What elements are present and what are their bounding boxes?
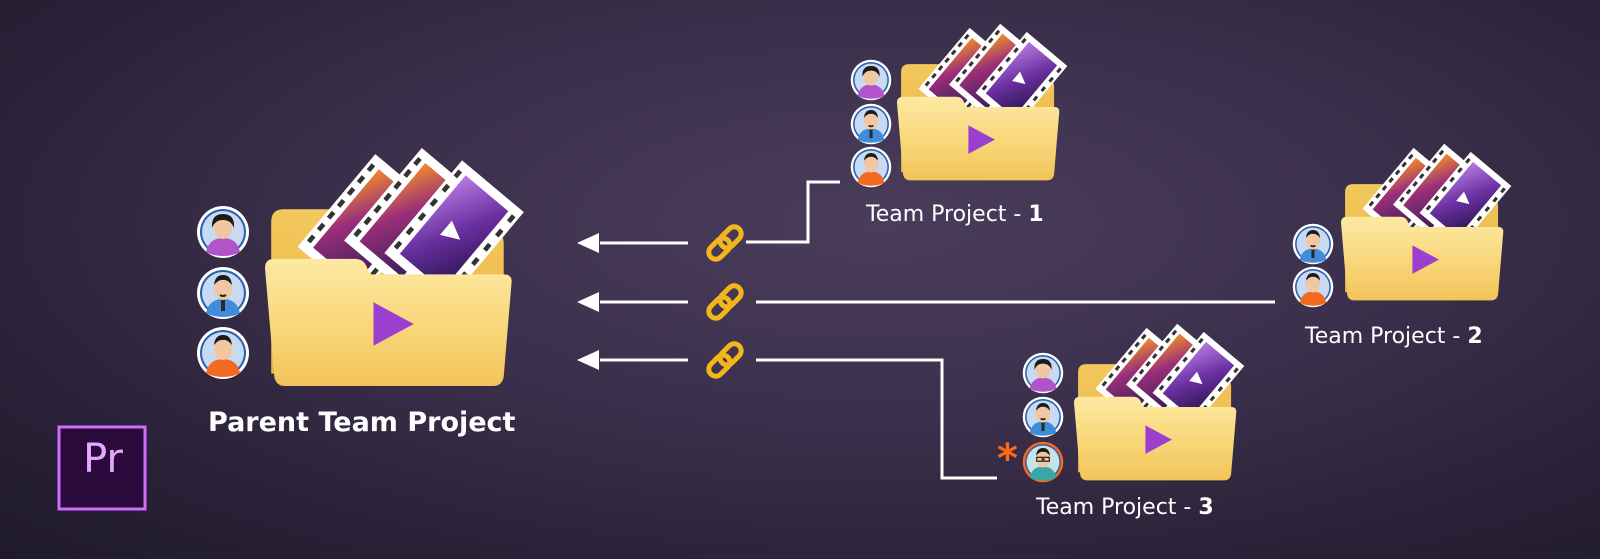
team-project-1-folder-icon <box>897 24 1067 181</box>
avatar-woman-icon <box>850 59 892 101</box>
avatar-man-orange-icon <box>1292 266 1334 308</box>
parent-folder-icon <box>265 148 524 386</box>
label-prefix: Team Project - <box>1036 495 1199 520</box>
parent-label: Parent Team Project <box>208 407 516 438</box>
team-project-2-folder-icon <box>1341 144 1511 301</box>
team-project-2-label: Team Project - 2 <box>1305 324 1483 349</box>
arrowhead-icon <box>577 233 599 253</box>
avatar-man-icon <box>196 266 250 320</box>
label-number: 3 <box>1198 495 1214 520</box>
avatar-man-icon <box>849 102 893 146</box>
avatar-man-icon <box>1021 395 1065 439</box>
label-number: 1 <box>1028 202 1044 227</box>
label-number: 2 <box>1467 324 1483 349</box>
link-chain-icon <box>706 224 744 262</box>
avatar-woman-icon <box>1022 352 1064 394</box>
new-member-asterisk: * <box>997 436 1018 482</box>
avatar-woman-icon <box>197 206 249 258</box>
label-prefix: Team Project - <box>866 202 1029 227</box>
avatar-man-orange-icon <box>197 327 249 379</box>
connector-1 <box>577 180 840 262</box>
arrowhead-icon <box>577 350 599 370</box>
connector-3 <box>577 341 997 480</box>
premiere-logo-text: Pr <box>83 436 123 482</box>
avatar-man-orange-icon <box>850 146 892 188</box>
arrowhead-icon <box>577 292 599 312</box>
connector-2 <box>577 283 1275 321</box>
avatar-new-member-icon <box>1022 441 1064 483</box>
label-prefix: Team Project - <box>1305 324 1468 349</box>
avatar-man-icon <box>1291 222 1335 266</box>
premiere-pro-logo <box>57 425 147 511</box>
team-project-3-folder-icon <box>1074 324 1244 481</box>
team-project-3-label: Team Project - 3 <box>1036 495 1214 520</box>
link-chain-icon <box>706 283 744 321</box>
team-project-1-label: Team Project - 1 <box>866 202 1044 227</box>
link-chain-icon <box>706 341 744 379</box>
